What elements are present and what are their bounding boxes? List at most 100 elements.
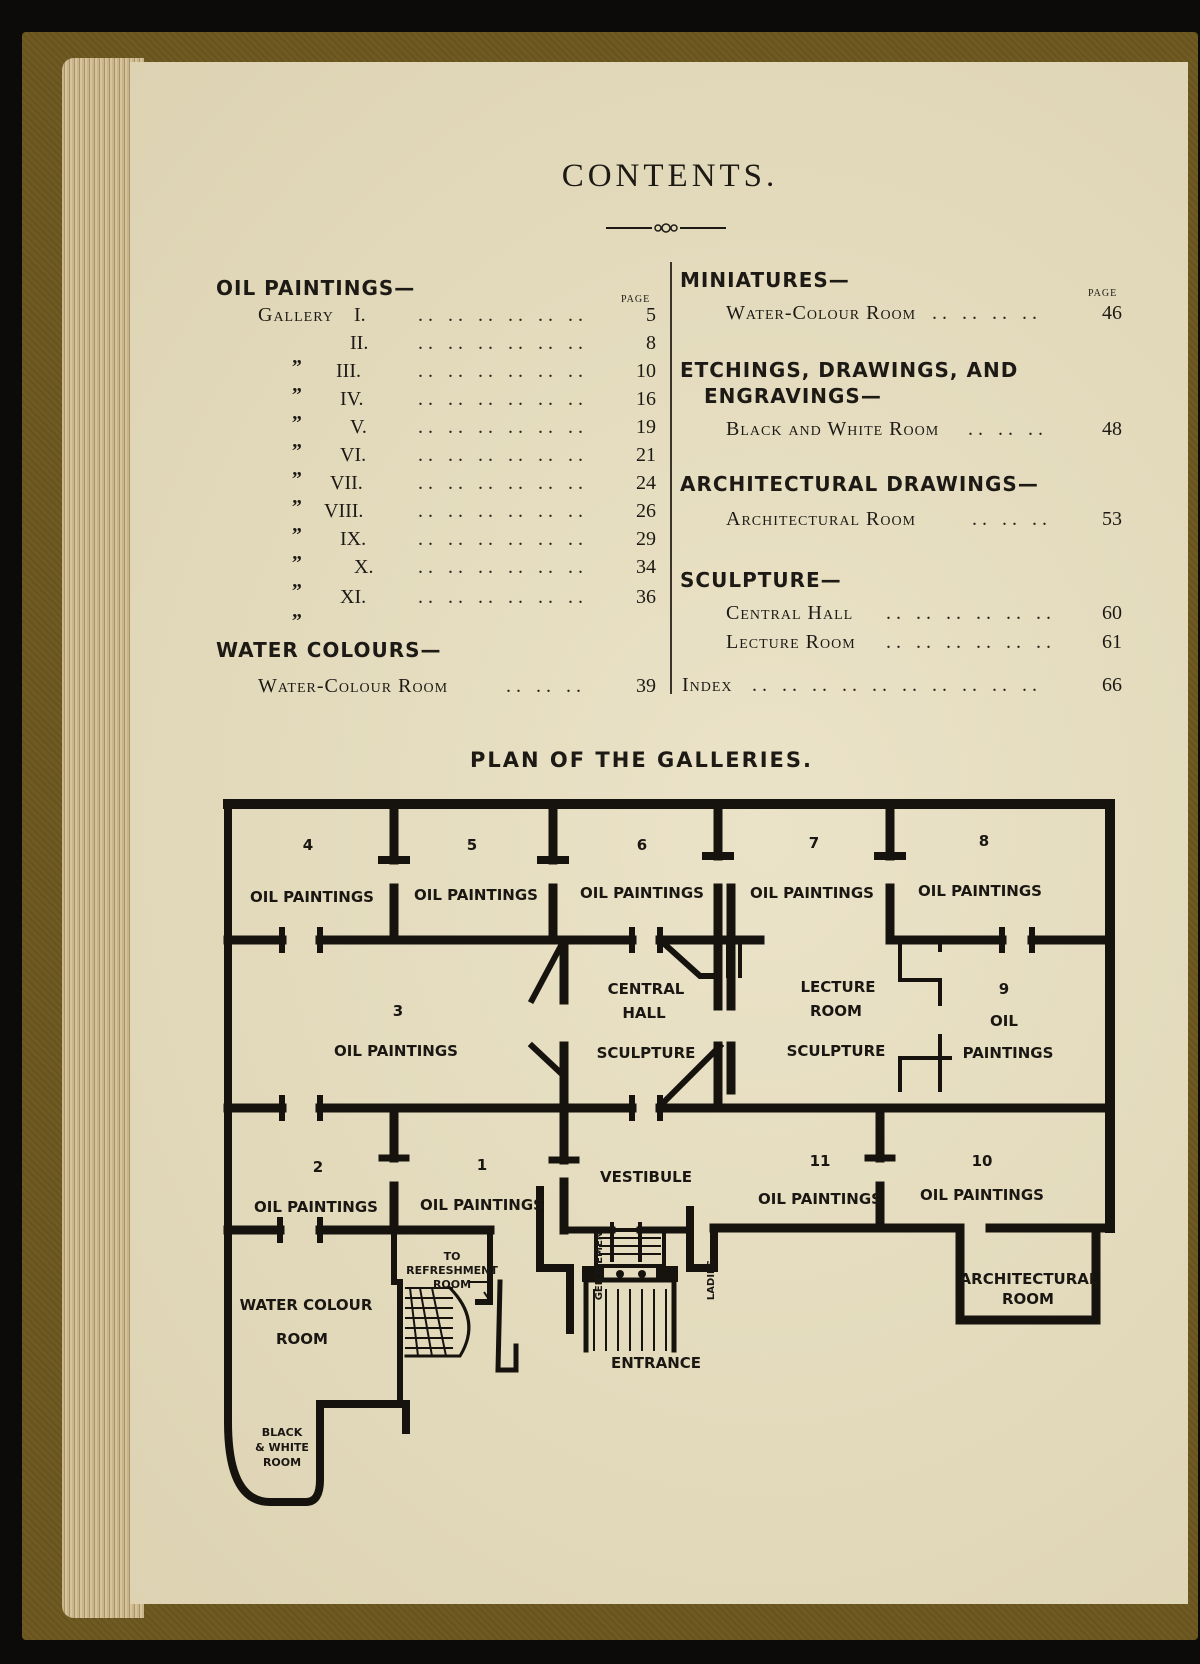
entry-central-hall-label: Central Hall (726, 602, 854, 624)
ladies-label: LADIES (706, 1260, 717, 1300)
gallery-page: 19 (636, 416, 656, 438)
refreshment-to: TO (444, 1250, 461, 1263)
gallery-number: V. (350, 416, 367, 438)
water-colour-room-line2: ROOM (276, 1330, 328, 1348)
gallery-page: 26 (636, 500, 656, 522)
leader-dots: .. .. .. .. .. .. (418, 556, 588, 578)
page-column-header: PAGE (621, 294, 651, 305)
room-6-number: 6 (637, 836, 647, 854)
entry-lecture-room-label: Lecture Room (726, 631, 856, 653)
gallery-page: 10 (636, 360, 656, 382)
gallery-page: 5 (646, 304, 656, 326)
ditto-mark: „ (292, 458, 302, 480)
book-page (130, 62, 1188, 1604)
ditto-mark: „ (292, 402, 302, 424)
section-water-colours: WATER COLOURS— (216, 638, 442, 662)
leader-dots: .. .. .. .. .. .. (418, 304, 588, 326)
plan-title: PLAN OF THE GALLERIES. (470, 748, 814, 772)
black-white-line3: ROOM (263, 1456, 301, 1469)
refreshment-label: REFRESHMENT (406, 1264, 498, 1277)
room-10-label: OIL PAINTINGS (920, 1186, 1044, 1204)
ditto-mark: „ (292, 346, 302, 368)
leader-dots: .. .. .. .. .. .. (418, 444, 588, 466)
leader-dots: .. .. .. .. .. .. (418, 416, 588, 438)
room-6-label: OIL PAINTINGS (580, 884, 704, 902)
central-hall-sculpture: SCULPTURE (597, 1044, 696, 1062)
water-colour-room-line1: WATER COLOUR (240, 1296, 373, 1314)
gallery-label: Gallery (258, 304, 334, 326)
entry-architectural-room-label: Architectural Room (726, 508, 917, 530)
entry-index-label: Index (682, 674, 733, 696)
entry-miniatures-page: 46 (1102, 302, 1122, 324)
entry-index-page: 66 (1102, 674, 1122, 696)
gallery-number: X. (354, 556, 374, 578)
gallery-number: IV. (340, 388, 364, 410)
gallery-page: 29 (636, 528, 656, 550)
refreshment-room: ROOM (433, 1278, 471, 1291)
central-hall-line1: CENTRAL (608, 980, 685, 998)
page-column-header: PAGE (1088, 288, 1118, 299)
gallery-number: VIII. (324, 500, 364, 522)
entry-lecture-room-page: 61 (1102, 631, 1122, 653)
room-4-label: OIL PAINTINGS (250, 888, 374, 906)
ditto-mark: „ (292, 570, 302, 592)
leader-dots: .. .. .. .. .. .. (418, 472, 588, 494)
architectural-room-line1: ARCHITECTURAL (960, 1270, 1099, 1288)
gallery-page: 36 (636, 586, 656, 608)
vestibule-label: VESTIBULE (600, 1168, 692, 1186)
leader-dots: .. .. .. .. .. .. (418, 332, 588, 354)
lecture-room-sculpture: SCULPTURE (787, 1042, 886, 1060)
leader-dots: .. .. .. .. .. .. (418, 388, 588, 410)
section-miniatures: MINIATURES— (680, 268, 850, 292)
section-architectural: ARCHITECTURAL DRAWINGS— (680, 472, 1039, 496)
black-white-line1: BLACK (262, 1426, 303, 1439)
leader-dots: .. .. .. (506, 675, 586, 697)
room-5-number: 5 (467, 836, 477, 854)
section-etchings-line2: ENGRAVINGS— (704, 384, 882, 408)
gallery-page: 34 (636, 556, 656, 578)
ditto-mark: „ (292, 600, 302, 622)
leader-dots: .. .. .. .. .. .. (418, 586, 588, 608)
room-9-line1: OIL (990, 1012, 1018, 1030)
page-title: CONTENTS. (561, 158, 779, 194)
room-9-number: 9 (999, 980, 1009, 998)
gallery-number: XI. (340, 586, 367, 608)
leader-dots: .. .. .. .. .. .. (886, 631, 1056, 653)
ditto-mark: „ (292, 374, 302, 396)
room-1-label: OIL PAINTINGS (420, 1196, 544, 1214)
gallery-number: I. (354, 304, 366, 326)
entry-central-hall-page: 60 (1102, 602, 1122, 624)
gentlemen-label: GENTLEMEN (594, 1232, 605, 1301)
entry-water-colour-room-page: 39 (636, 675, 656, 697)
gallery-number: VII. (330, 472, 363, 494)
leader-dots: .. .. .. .. .. .. .. .. .. .. (752, 674, 1042, 696)
architectural-room-line2: ROOM (1002, 1290, 1054, 1308)
black-white-line2: & WHITE (255, 1441, 309, 1454)
leader-dots: .. .. .. .. .. .. (886, 602, 1056, 624)
gallery-number: III. (336, 360, 361, 382)
leader-dots: .. .. .. .. .. .. (418, 528, 588, 550)
ditto-mark: „ (292, 486, 302, 508)
room-11-label: OIL PAINTINGS (758, 1190, 882, 1208)
ditto-mark: „ (292, 430, 302, 452)
column-divider (670, 262, 672, 694)
section-oil-paintings: OIL PAINTINGS— (216, 276, 416, 300)
gallery-number: II. (350, 332, 369, 354)
gallery-page: 24 (636, 472, 656, 494)
section-sculpture: SCULPTURE— (680, 568, 842, 592)
gallery-page: 8 (646, 332, 656, 354)
leader-dots: .. .. .. (968, 418, 1048, 440)
lecture-room-line2: ROOM (810, 1002, 862, 1020)
leader-dots: .. .. .. .. (932, 302, 1042, 324)
room-4-number: 4 (303, 836, 313, 854)
lecture-room-line1: LECTURE (800, 978, 875, 996)
central-hall-line2: HALL (622, 1004, 666, 1022)
entrance-label: ENTRANCE (611, 1354, 701, 1372)
gallery-page: 16 (636, 388, 656, 410)
room-3-number: 3 (393, 1002, 403, 1020)
room-7-number: 7 (809, 834, 819, 852)
room-1-number: 1 (477, 1156, 487, 1174)
room-2-number: 2 (313, 1158, 323, 1176)
room-5-label: OIL PAINTINGS (414, 886, 538, 904)
entry-architectural-room-page: 53 (1102, 508, 1122, 530)
